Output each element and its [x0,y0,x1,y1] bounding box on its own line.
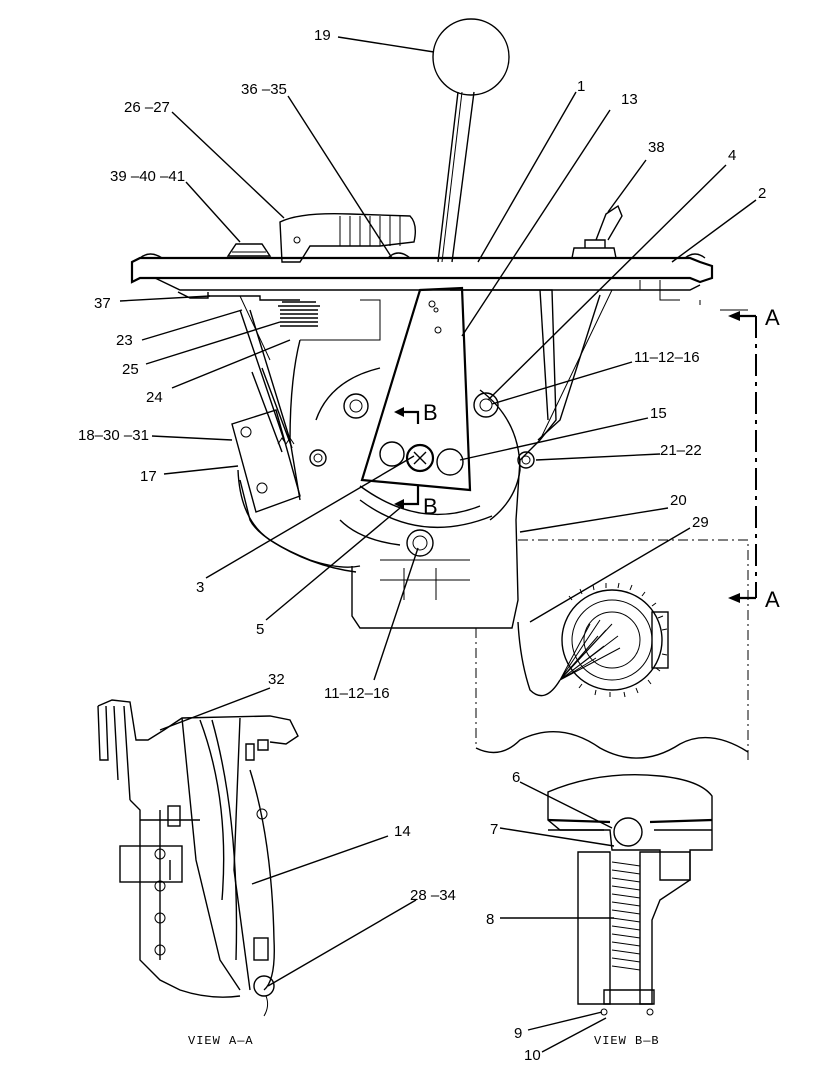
view-aa-title: VIEW A—A [188,1034,254,1048]
spring-8 [611,861,641,971]
view-bb: VIEW B—B [547,774,713,1048]
section-mark-a-bottom: A [765,587,780,612]
section-mark-b-top: B [423,400,438,425]
callout-39-40-41: 39 –40 –41 [110,168,185,185]
detent-ball [436,448,464,476]
callout-10: 10 [524,1047,541,1064]
callout-11-12-16-top: 11–12–16 [634,349,700,366]
callout-8: 8 [486,911,494,928]
callout-5: 5 [256,621,264,638]
callout-37: 37 [94,295,111,312]
callout-28-34: 28 –34 [410,887,456,904]
callout-7: 7 [490,821,498,838]
handle-housing [279,213,417,263]
lever-shaft [437,91,475,263]
lever-knob [432,18,510,96]
callout-38: 38 [648,139,665,156]
leader-lines [119,36,757,1053]
callout-20: 20 [670,492,687,509]
callout-36-35: 36 –35 [241,81,287,98]
callout-18-30-31: 18–30 –31 [78,427,149,444]
callout-15: 15 [650,405,667,422]
callout-29: 29 [692,514,709,531]
control-housing [351,289,557,629]
callout-13: 13 [621,91,638,108]
toggle-switch [571,204,623,259]
callout-11-12-16-bottom: 11–12–16 [324,685,390,702]
main-assembly: A A B B [130,18,780,760]
callout-14: 14 [394,823,411,840]
detent-ball-6 [613,817,643,847]
electrical-connector [517,582,669,698]
callout-1: 1 [577,78,585,95]
callout-19: 19 [314,27,331,44]
bracket-plate [360,286,472,492]
section-mark-a-top: A [765,305,780,330]
callout-21-22: 21–22 [660,442,702,459]
callout-labels: 19 36 –35 26 –27 39 –40 –41 1 13 38 4 2 … [78,27,766,1064]
callout-9: 9 [514,1025,522,1042]
top-plate [130,256,714,284]
callout-4: 4 [728,147,736,164]
callout-26-27: 26 –27 [124,99,170,116]
view-bb-title: VIEW B—B [594,1034,660,1048]
callout-3: 3 [196,579,204,596]
callout-6: 6 [512,769,520,786]
callout-32: 32 [268,671,285,688]
micro-switch [231,409,301,513]
callout-25: 25 [122,361,139,378]
callout-17: 17 [140,468,157,485]
bolt-28-34 [253,975,275,997]
callout-23: 23 [116,332,133,349]
callout-2: 2 [758,185,766,202]
spring-25 [278,301,320,327]
section-mark-b-bottom: B [423,494,438,519]
view-aa: VIEW A—A [97,699,299,1048]
callout-24: 24 [146,389,163,406]
